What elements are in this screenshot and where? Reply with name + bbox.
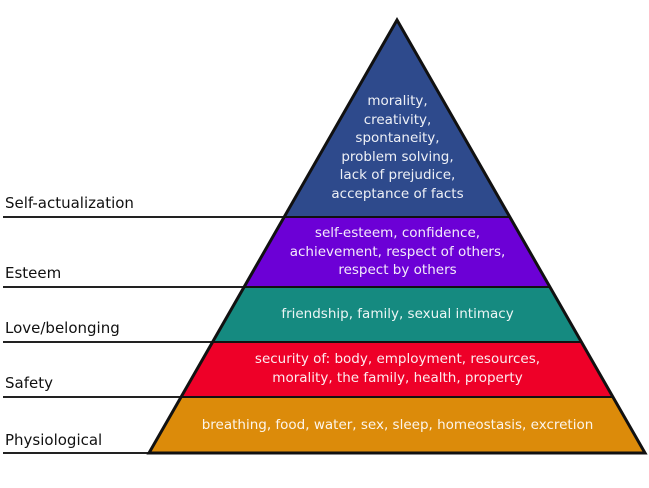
level-label-love-belonging: Love/belonging: [5, 319, 120, 337]
self-actualization-description: morality, creativity, spontaneity, probl…: [331, 93, 464, 202]
esteem-description: self-esteem, confidence, achievement, re…: [289, 225, 506, 278]
physiological-description: breathing, food, water, sex, sleep, home…: [201, 417, 594, 433]
level-label-esteem: Esteem: [5, 264, 62, 282]
level-label-physiological: Physiological: [5, 431, 103, 449]
level-label-safety: Safety: [5, 374, 53, 392]
level-label-self-actualization: Self-actualization: [5, 194, 134, 212]
pyramid-outline: [146, 16, 648, 455]
safety-description: security of: body, employment, resources…: [254, 351, 541, 386]
love-belonging-description: friendship, family, sexual intimacy: [281, 306, 514, 322]
